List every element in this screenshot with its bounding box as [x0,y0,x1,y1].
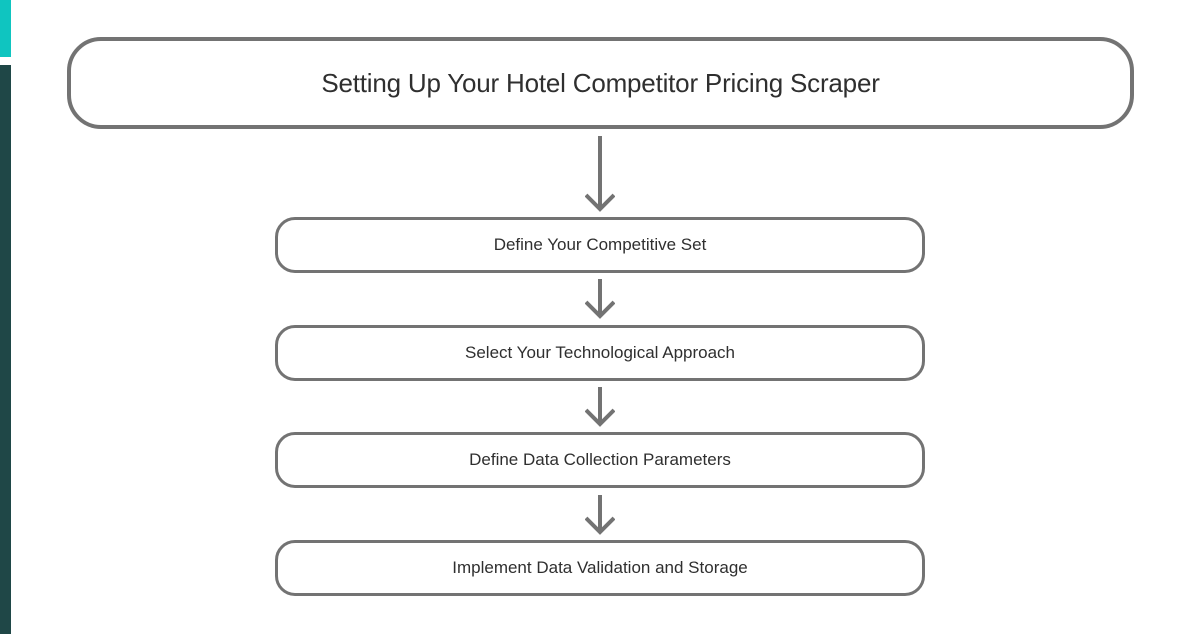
step-label: Define Data Collection Parameters [469,450,731,469]
step-node-4: Implement Data Validation and Storage [275,540,925,596]
title-node: Setting Up Your Hotel Competitor Pricing… [67,37,1134,129]
arrow-down-icon [585,495,615,535]
arrow-down-icon [585,387,615,427]
step-node-3: Define Data Collection Parameters [275,432,925,488]
accent-bar-side [0,65,11,634]
step-label: Select Your Technological Approach [465,343,735,362]
step-label: Define Your Competitive Set [493,235,707,254]
arrow-down-icon [585,136,615,212]
diagram-title: Setting Up Your Hotel Competitor Pricing… [321,67,880,98]
step-label: Implement Data Validation and Storage [452,558,748,577]
arrow-down-icon [585,279,615,319]
accent-bar-top [0,0,11,57]
step-node-2: Select Your Technological Approach [275,325,925,381]
step-node-1: Define Your Competitive Set [275,217,925,273]
